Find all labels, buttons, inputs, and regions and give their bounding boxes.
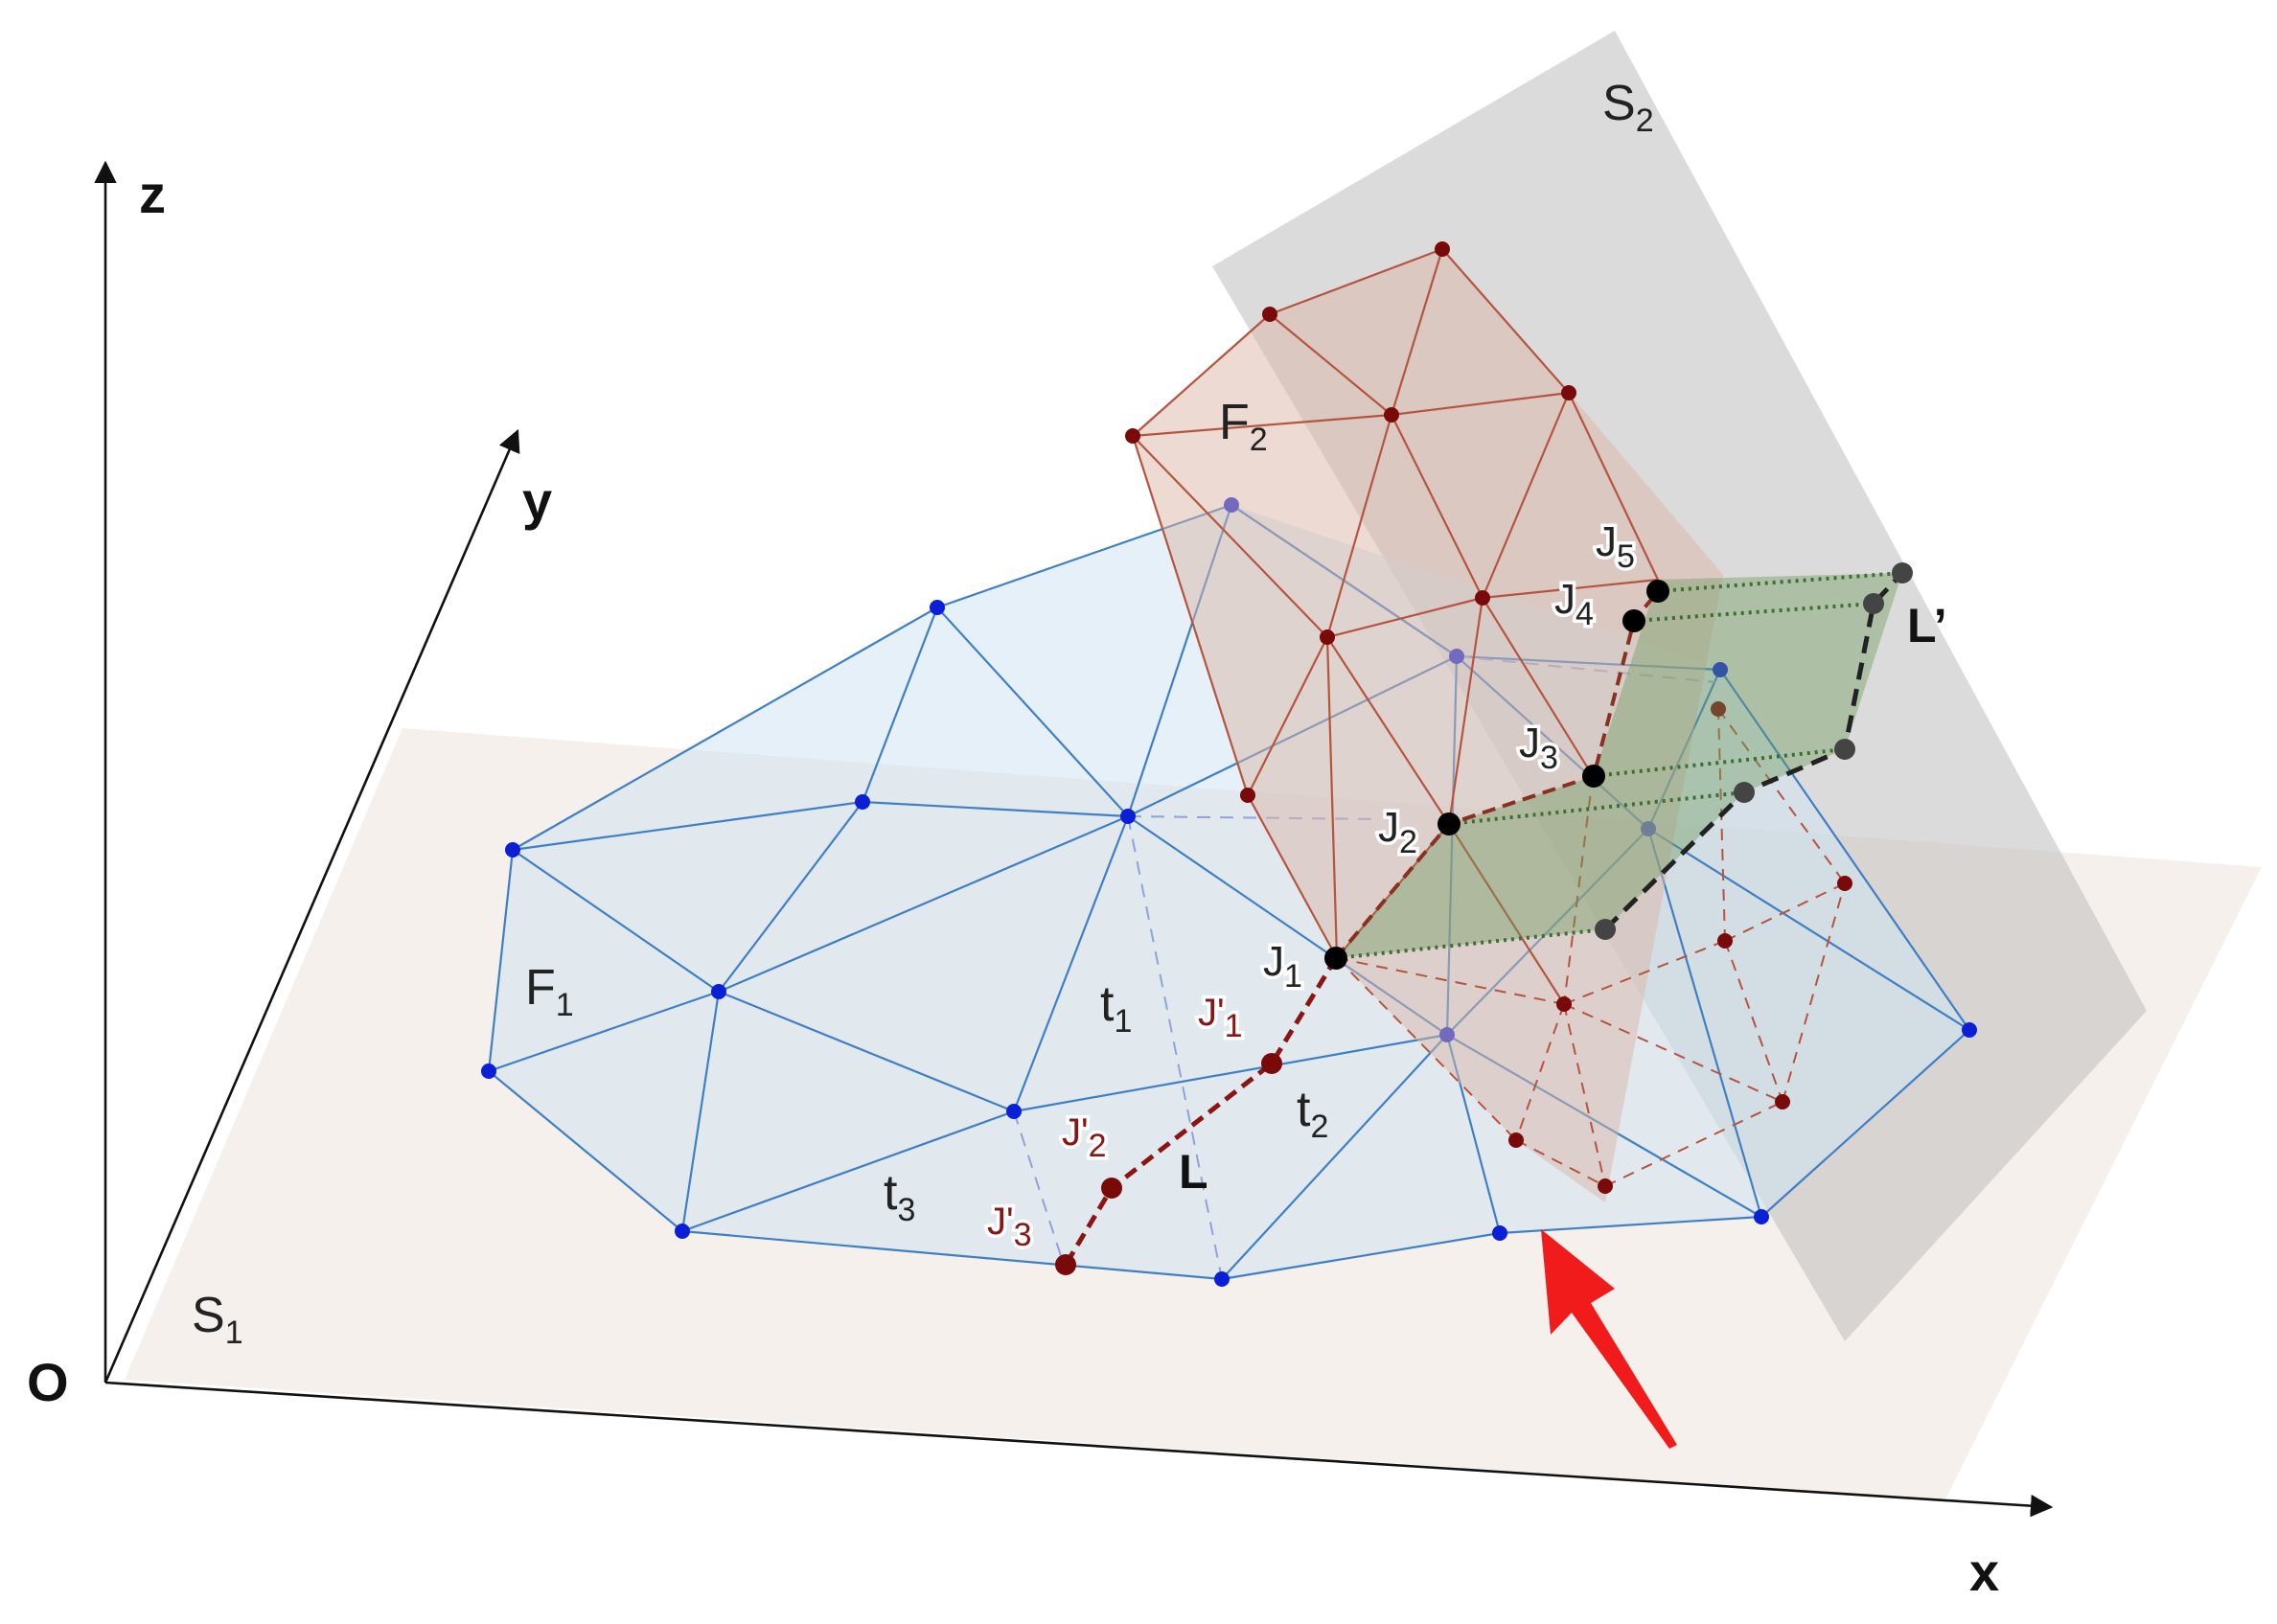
f2-node: [1598, 1178, 1613, 1194]
f1-node: [1713, 662, 1728, 677]
lprime-node: [1734, 782, 1755, 803]
surface-f2-mesh: [1125, 241, 1852, 1202]
plane-s2-label: S2: [1602, 76, 1654, 139]
f2-node: [1561, 385, 1576, 400]
f1-node: [1006, 1104, 1022, 1119]
f1-node: [1754, 1209, 1769, 1224]
point-j2: [1438, 812, 1460, 835]
line-lprime-label: L’: [1907, 599, 1947, 652]
origin-label: O: [27, 1352, 69, 1412]
f1-node: [675, 1224, 690, 1239]
f2-node: [1837, 876, 1852, 891]
point-jp3-label: J'3: [987, 1201, 1032, 1253]
f2-node: [1717, 933, 1733, 949]
f2-node: [1556, 996, 1572, 1012]
red-arrow-icon: [1541, 1229, 1677, 1449]
f1-node: [1492, 1225, 1507, 1241]
point-jp1-label: J'1: [1198, 992, 1243, 1044]
lprime-node: [1595, 919, 1616, 940]
point-jp3: [1055, 1254, 1076, 1275]
triangle-t3-label: t3: [884, 1165, 915, 1228]
point-j3-label: J3: [1519, 720, 1558, 776]
point-j4: [1622, 609, 1645, 632]
f2-node: [1262, 307, 1277, 322]
projection-band-fill: [1336, 573, 1902, 958]
point-j3: [1582, 765, 1605, 788]
line-l-path: [1055, 956, 1339, 1275]
surface-f2-label: F2: [1219, 395, 1268, 458]
f2-node: [1240, 788, 1255, 803]
f1-node: [1120, 809, 1136, 824]
plane-s1-label: S1: [192, 1288, 243, 1351]
f1-node: [711, 984, 726, 999]
f2-node: [1475, 590, 1490, 606]
lprime-node: [1834, 739, 1855, 760]
f2-node: [1384, 407, 1399, 423]
f1-node: [1214, 1271, 1230, 1287]
point-j5: [1646, 580, 1669, 603]
f2-node: [1435, 241, 1450, 257]
f1-node: [481, 1064, 496, 1079]
point-jp2-label: J'2: [1062, 1111, 1107, 1164]
triangle-t1-label: t1: [1100, 976, 1132, 1040]
point-j1-label: J1: [1263, 938, 1302, 995]
surface-f1-label: F1: [525, 960, 574, 1023]
triangle-t2-label: t2: [1297, 1082, 1328, 1145]
axis-y: [104, 428, 520, 1384]
f2-node: [1711, 701, 1726, 717]
point-jp2: [1101, 1178, 1122, 1199]
f1-node: [505, 842, 520, 858]
lprime-node: [1892, 562, 1913, 583]
f2-node: [1125, 428, 1140, 444]
f2-node: [1320, 629, 1335, 645]
f2-node: [1775, 1094, 1790, 1109]
axis-x-label: x: [1969, 1542, 1999, 1602]
axis-x: [104, 1381, 2054, 1518]
line-l-label: L: [1179, 1145, 1208, 1199]
point-j2-label: J2: [1378, 804, 1417, 860]
lprime-node: [1863, 593, 1884, 614]
f1-node: [1962, 1022, 1977, 1038]
point-j4-label: J4: [1554, 576, 1594, 632]
point-jp1: [1261, 1053, 1282, 1074]
surface-f2-fill: [1133, 249, 1723, 1202]
point-j5-label: J5: [1596, 518, 1635, 575]
f1-node: [855, 794, 870, 810]
f1-node: [930, 600, 945, 615]
f2-node: [1508, 1132, 1524, 1148]
point-j1: [1324, 947, 1347, 970]
axis-y-label: y: [522, 470, 552, 531]
axis-z-label: z: [139, 164, 166, 224]
